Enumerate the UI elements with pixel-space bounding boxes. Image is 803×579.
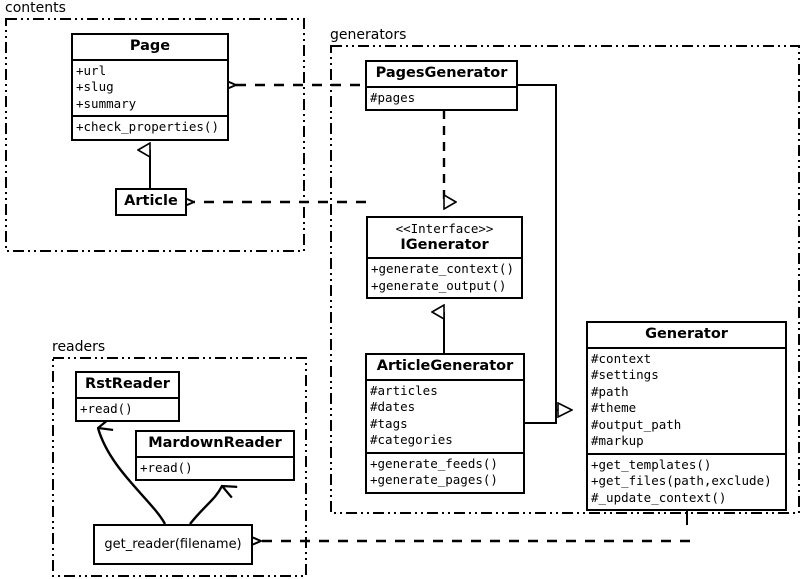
class-stereotype-igenerator: <<Interface>> (395, 221, 494, 236)
attribute-row: #categories (370, 432, 453, 448)
class-title-generator: Generator (645, 326, 728, 342)
attribute-row: #context (591, 350, 652, 366)
attribute-row: +slug (76, 79, 114, 95)
operation-row: +generate_feeds() (370, 455, 498, 471)
class-box-generator[interactable]: Generator #context #settings #path #them… (586, 321, 787, 512)
class-box-mardownreader[interactable]: MardownReader +read() (135, 430, 295, 482)
operation-row: +read() (140, 459, 193, 475)
package-label-readers: readers (52, 339, 106, 355)
attribute-row: #articles (370, 382, 438, 398)
operation-row: +get_files(path,exclude) (591, 473, 772, 489)
class-box-igenerator[interactable]: <<Interface>> IGenerator +generate_conte… (366, 216, 523, 300)
operation-row: +check_properties() (76, 119, 219, 135)
edge-getreader-to-mardownreader (189, 486, 222, 525)
operation-row: +get_templates() (591, 456, 712, 472)
operation-row: +read() (80, 400, 133, 416)
package-label-contents: contents (5, 0, 66, 16)
class-title-igenerator: <<Interface>> IGenerator (368, 218, 521, 257)
attribute-row: #settings (591, 367, 659, 383)
class-attributes-articlegenerator: #articles #dates #tags #categories (367, 378, 523, 452)
class-box-page[interactable]: Page +url +slug +summary +check_properti… (71, 33, 229, 141)
attribute-row: #pages (370, 89, 416, 105)
class-attributes-pagesgenerator: #pages (367, 85, 516, 110)
attribute-row: #output_path (591, 416, 682, 432)
class-box-article[interactable]: Article (115, 188, 187, 216)
attribute-row: #path (591, 383, 629, 399)
class-operations-generator: +get_templates() +get_files(path,exclude… (588, 452, 785, 510)
attribute-row: #tags (370, 415, 408, 431)
class-box-articlegenerator[interactable]: ArticleGenerator #articles #dates #tags … (365, 353, 525, 494)
operation-row: +generate_context() (371, 261, 514, 277)
class-box-rstreader[interactable]: RstReader +read() (75, 371, 180, 423)
operation-row: +generate_pages() (370, 472, 498, 488)
attribute-row: #theme (591, 400, 637, 416)
class-title-article: Article (124, 193, 178, 209)
function-box-get-reader[interactable]: get_reader(filename) (93, 524, 253, 565)
class-attributes-page: +url +slug +summary (73, 58, 227, 116)
class-box-pagesgenerator[interactable]: PagesGenerator #pages (365, 60, 518, 112)
class-operations-igenerator: +generate_context() +generate_output() (368, 257, 521, 297)
class-operations-articlegenerator: +generate_feeds() +generate_pages() (367, 451, 523, 492)
operation-row: #_update_context() (591, 489, 727, 505)
edge-articlegenerator-to-generator (525, 410, 557, 424)
class-title-mardownreader: MardownReader (148, 435, 282, 451)
attribute-row: +url (76, 62, 107, 78)
class-title-articlegenerator: ArticleGenerator (376, 358, 514, 374)
class-operations-mardownreader: +read() (137, 455, 293, 480)
class-title-page: Page (129, 38, 171, 54)
attribute-row: #markup (591, 433, 644, 449)
attribute-row: #dates (370, 399, 416, 415)
class-operations-page: +check_properties() (73, 115, 227, 139)
class-name-igenerator: IGenerator (400, 236, 489, 253)
class-operations-rstreader: +read() (77, 396, 178, 421)
function-label-get-reader: get_reader(filename) (104, 537, 242, 552)
package-label-generators: generators (330, 27, 407, 43)
class-attributes-generator: #context #settings #path #theme #output_… (588, 346, 785, 453)
class-title-rstreader: RstReader (85, 376, 170, 392)
operation-row: +generate_output() (371, 277, 507, 293)
class-title-pagesgenerator: PagesGenerator (375, 65, 508, 81)
attribute-row: +summary (76, 95, 137, 111)
